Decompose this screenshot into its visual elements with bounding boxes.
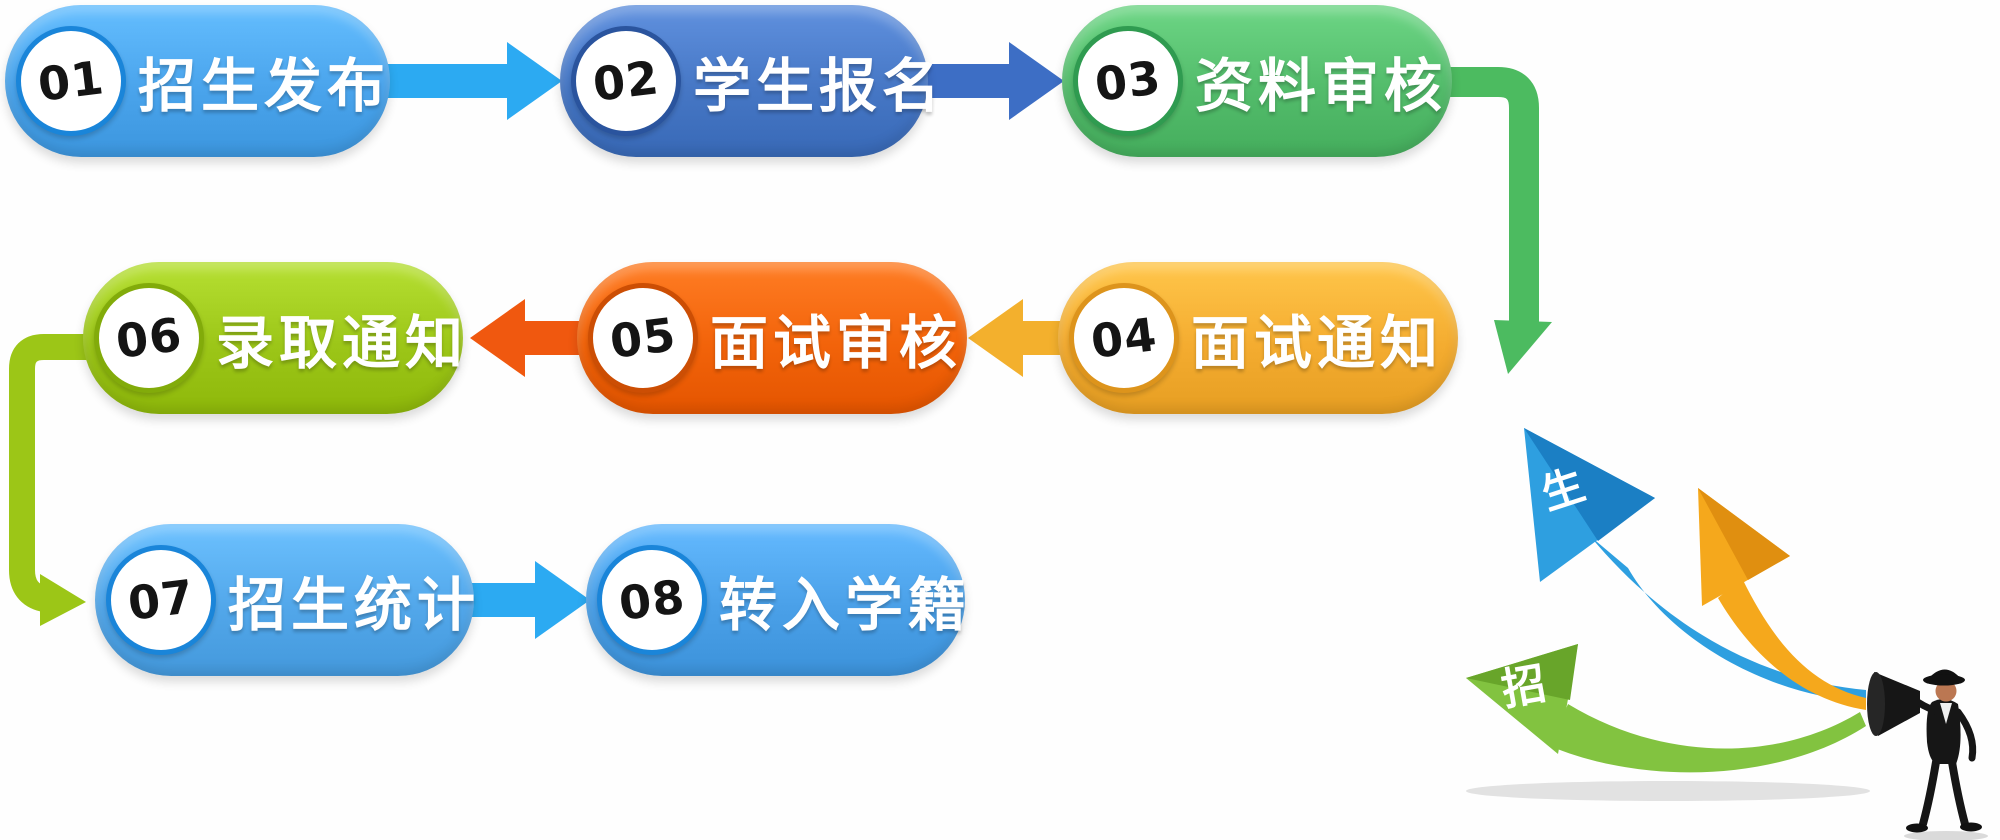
connector-step6-to-step7 [8, 334, 88, 612]
step-number-circle-6: 06 [94, 283, 204, 393]
step-number-7: 07 [124, 569, 198, 631]
yellow-arrowhead-facet [1698, 488, 1790, 580]
man-shadow [1904, 831, 1988, 840]
ground-shadow [1466, 781, 1870, 801]
yellow-swoosh-body [1718, 578, 1866, 710]
green-arrowhead-facet [1466, 644, 1578, 700]
step-label-8: 转入学籍 [719, 571, 972, 639]
step-label-6: 录取通知 [216, 309, 469, 377]
megaphone-icon [1874, 672, 1920, 736]
step-number-circle-2: 02 [571, 26, 681, 136]
arrow-step4-to-step5 [968, 299, 1085, 377]
step-number-circle-5: 05 [588, 283, 698, 393]
man-arm-left [1908, 694, 1942, 716]
step-pill-5: 05 面试审核 [577, 262, 967, 414]
arrow-step2-to-step3 [925, 42, 1064, 120]
blue-arrowhead-facet [1524, 428, 1655, 541]
connector-step3-to-step4 [1446, 67, 1539, 324]
man-shoe-right [1960, 822, 1982, 832]
step-pill-2: 02 学生报名 [560, 5, 940, 157]
step-label-4: 面试通知 [1191, 309, 1444, 377]
arrow-step5-to-step6 [470, 299, 590, 377]
step-number-3: 03 [1091, 50, 1165, 112]
step-number-circle-1: 01 [16, 26, 126, 136]
man-torso [1926, 698, 1961, 764]
step-number-5: 05 [606, 307, 680, 369]
step-number-circle-4: 04 [1069, 283, 1179, 393]
step-number-circle-7: 07 [106, 545, 216, 655]
step-pill-3: 03 资料审核 [1062, 5, 1452, 157]
megaphone-opening [1867, 672, 1885, 736]
connector-step3-to-step4-arrowhead [1494, 320, 1552, 374]
step-label-7: 招生统计 [228, 571, 481, 639]
step-number-6: 06 [112, 307, 186, 369]
man-leg-right [1948, 758, 1969, 828]
step-number-circle-8: 08 [597, 545, 707, 655]
step-number-1: 01 [34, 50, 108, 112]
man-shirt [1940, 703, 1952, 724]
megaphone-illustration: 生 招 [1466, 428, 1988, 840]
man-head [1935, 680, 1957, 702]
green-swoosh-body [1550, 704, 1866, 773]
step-pill-4: 04 面试通知 [1058, 262, 1458, 414]
step-label-2: 学生报名 [693, 52, 946, 120]
green-arrow-label: 招 [1498, 658, 1550, 716]
man-leg-left [1919, 758, 1940, 828]
arrow-step1-to-step2 [385, 42, 562, 120]
connector-step6-to-step7-arrowhead [40, 574, 86, 626]
step-number-circle-3: 03 [1073, 26, 1183, 136]
step-pill-7: 07 招生统计 [95, 524, 475, 676]
step-label-1: 招生发布 [138, 52, 391, 120]
man-shoe-left [1906, 823, 1928, 833]
man-hat-brim [1923, 674, 1965, 686]
step-number-4: 04 [1087, 307, 1161, 369]
step-label-3: 资料审核 [1195, 52, 1448, 120]
step-number-2: 02 [589, 50, 663, 112]
step-pill-1: 01 招生发布 [5, 5, 390, 157]
step-label-5: 面试审核 [710, 309, 963, 377]
megaphone-man [1867, 669, 1982, 833]
step-pill-8: 08 转入学籍 [586, 524, 966, 676]
step-pill-6: 06 录取通知 [83, 262, 463, 414]
man-arm-right [1954, 708, 1977, 762]
step-number-8: 08 [615, 569, 689, 631]
arrow-step7-to-step8 [470, 561, 590, 639]
